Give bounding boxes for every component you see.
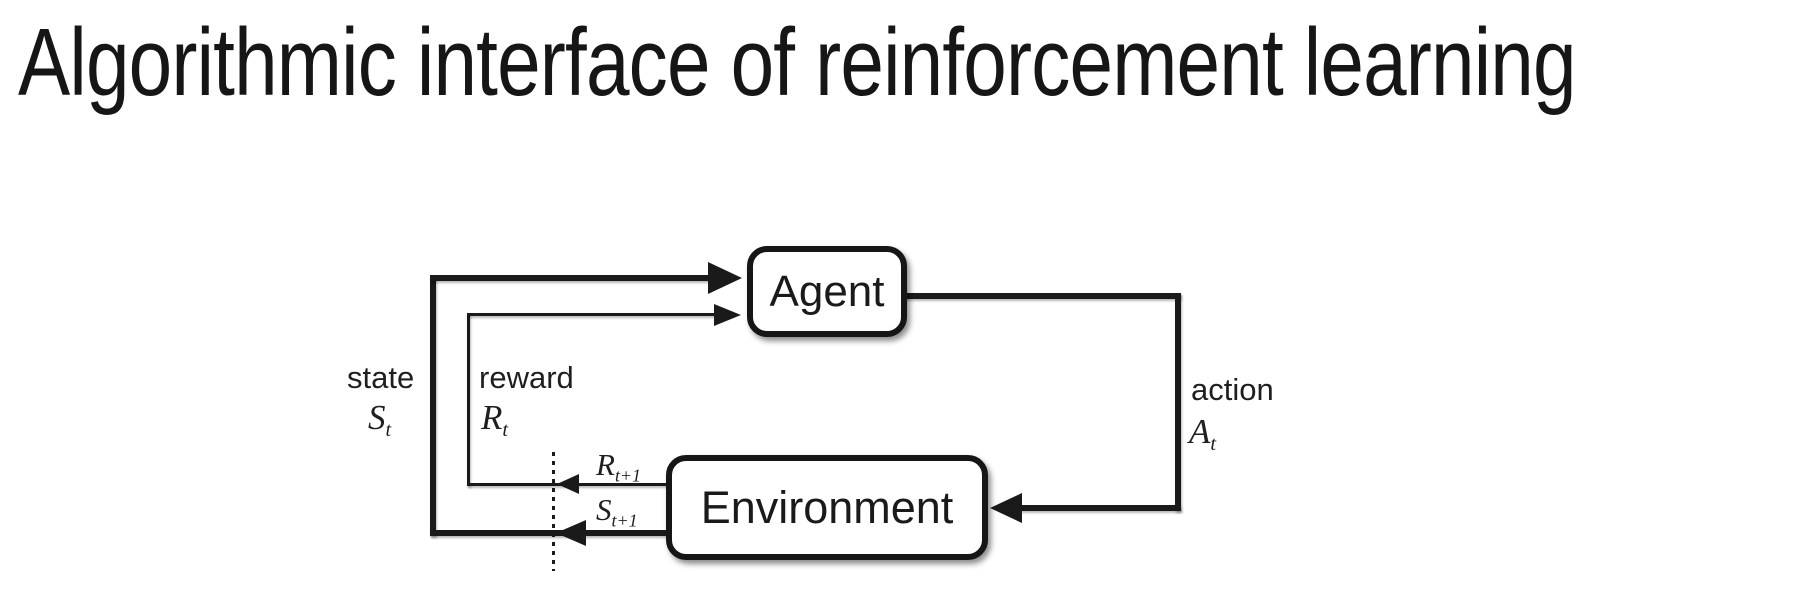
action-loop-top-line <box>903 293 1181 299</box>
action-symbol: At <box>1189 412 1217 456</box>
reward-symbol-base: R <box>481 398 503 437</box>
arrowhead-next-reward-icon <box>557 474 579 494</box>
reward-symbol: Rt <box>481 398 509 442</box>
environment-box: Environment <box>666 455 988 560</box>
next-state-symbol-base: S <box>596 492 612 527</box>
arrowhead-action-to-environment-icon <box>990 493 1022 523</box>
next-state-symbol-sub: t+1 <box>611 510 638 531</box>
state-symbol-base: S <box>368 398 386 437</box>
action-loop-bottom-line <box>1020 505 1181 511</box>
action-symbol-sub: t <box>1210 433 1217 456</box>
action-symbol-base: A <box>1189 412 1211 451</box>
timestep-divider-dashed-line <box>552 452 555 571</box>
state-label: state <box>347 360 415 395</box>
next-reward-symbol: Rt+1 <box>596 447 642 486</box>
arrowhead-state-to-agent-icon <box>708 262 742 294</box>
agent-box-label: Agent <box>769 266 885 316</box>
state-symbol-sub: t <box>385 419 392 442</box>
action-loop-vertical-line <box>1175 293 1181 511</box>
reward-label: reward <box>479 360 574 395</box>
state-symbol: St <box>368 398 392 442</box>
agent-box: Agent <box>747 246 907 337</box>
state-loop-bottom-line <box>430 530 670 536</box>
state-loop-top-line <box>430 275 712 281</box>
slide-title: Algorithmic interface of reinforcement l… <box>18 9 1576 116</box>
reward-loop-vertical-line <box>467 313 470 486</box>
arrowhead-next-state-icon <box>556 520 586 546</box>
reward-symbol-sub: t <box>502 419 509 442</box>
arrowhead-reward-to-agent-icon <box>714 304 741 326</box>
action-label: action <box>1191 372 1274 407</box>
next-reward-symbol-sub: t+1 <box>614 465 642 486</box>
state-loop-vertical-line <box>430 275 436 536</box>
next-reward-symbol-base: R <box>596 447 615 482</box>
next-state-symbol: St+1 <box>596 492 638 531</box>
reward-loop-top-line <box>467 313 715 316</box>
environment-box-label: Environment <box>700 481 954 533</box>
